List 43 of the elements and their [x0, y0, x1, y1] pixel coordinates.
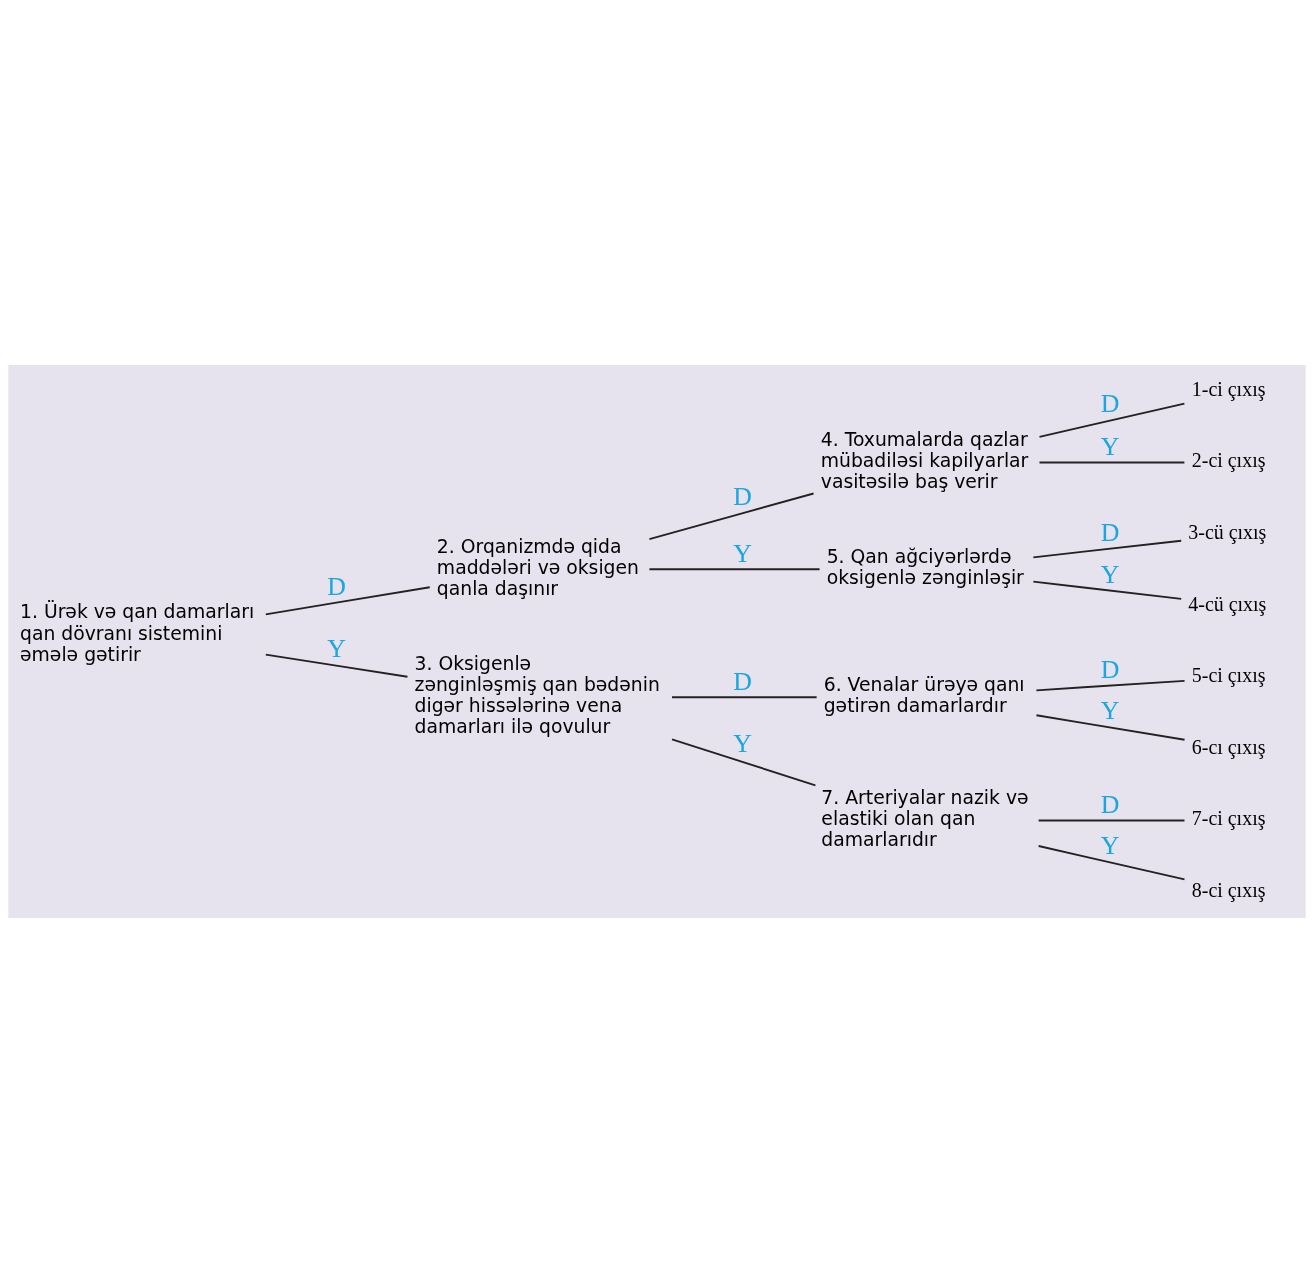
- connector: [1037, 819, 1186, 821]
- node-text: 5-ci çıxış: [1191, 663, 1266, 686]
- edge-label: Y: [327, 633, 346, 663]
- edge-label: Y: [1100, 431, 1120, 461]
- node-text: 2. Orqanizmdə qida maddələri və oksigen qanla daşınır: [436, 535, 639, 599]
- edge-label: D: [1100, 789, 1120, 819]
- edge-label: D: [733, 666, 753, 696]
- connector: [1032, 539, 1183, 558]
- node-text: 8-ci çıxış: [1191, 878, 1266, 901]
- connector: [1035, 713, 1186, 741]
- node-text: 3. Oksigenlə zənginləşmiş qan bədənin digər hissələrinə vena damarları ilə qovulur: [414, 652, 660, 737]
- edge-label: D: [733, 481, 753, 511]
- node-text: 6-cı çıxış: [1191, 735, 1266, 758]
- connector: [1035, 679, 1186, 691]
- connector: [1032, 580, 1183, 600]
- connector: [264, 653, 409, 678]
- node-text: 7-ci çıxış: [1191, 806, 1266, 829]
- connector: [1038, 461, 1186, 463]
- node-text: 3-cü çıxış: [1188, 520, 1267, 543]
- edge-label: Y: [733, 538, 753, 568]
- edge-label: D: [327, 571, 346, 601]
- connector: [648, 492, 815, 540]
- connector: [671, 695, 818, 698]
- edge-label: D: [1100, 517, 1120, 547]
- edge-label: Y: [1100, 830, 1120, 860]
- edge-label: Y: [1100, 695, 1120, 725]
- node-text: 1-ci çıxış: [1191, 377, 1266, 400]
- node-text: 1. Ürək və qan damarları qan dövranı sistemini əmələ gətirir: [20, 600, 255, 665]
- connector: [264, 585, 431, 615]
- node-text: 2-ci çıxış: [1191, 448, 1266, 471]
- connector: [1037, 844, 1186, 880]
- node-text: 5. Qan ağciyərlərdə oksigenlə zənginləşir: [826, 545, 1024, 588]
- connector: [671, 737, 817, 786]
- connector: [648, 567, 821, 570]
- edge-label: D: [1100, 387, 1120, 417]
- node-text: 7. Arteriyalar nazik və elastiki olan qan damarlarıdır: [821, 786, 1029, 850]
- node-text: 6. Venalar ürəyə qanı gətirən damarlardır: [823, 673, 1025, 716]
- node-text: 4. Toxumalarda qazlar mübadiləsi kapilyarlar vasitəsilə baş verir: [820, 428, 1029, 492]
- edge-label: Y: [733, 728, 753, 758]
- connector: [1038, 402, 1186, 438]
- edge-label: D: [1100, 654, 1120, 684]
- edge-label: Y: [1100, 559, 1120, 589]
- node-text: 4-cü çıxış: [1188, 592, 1267, 614]
